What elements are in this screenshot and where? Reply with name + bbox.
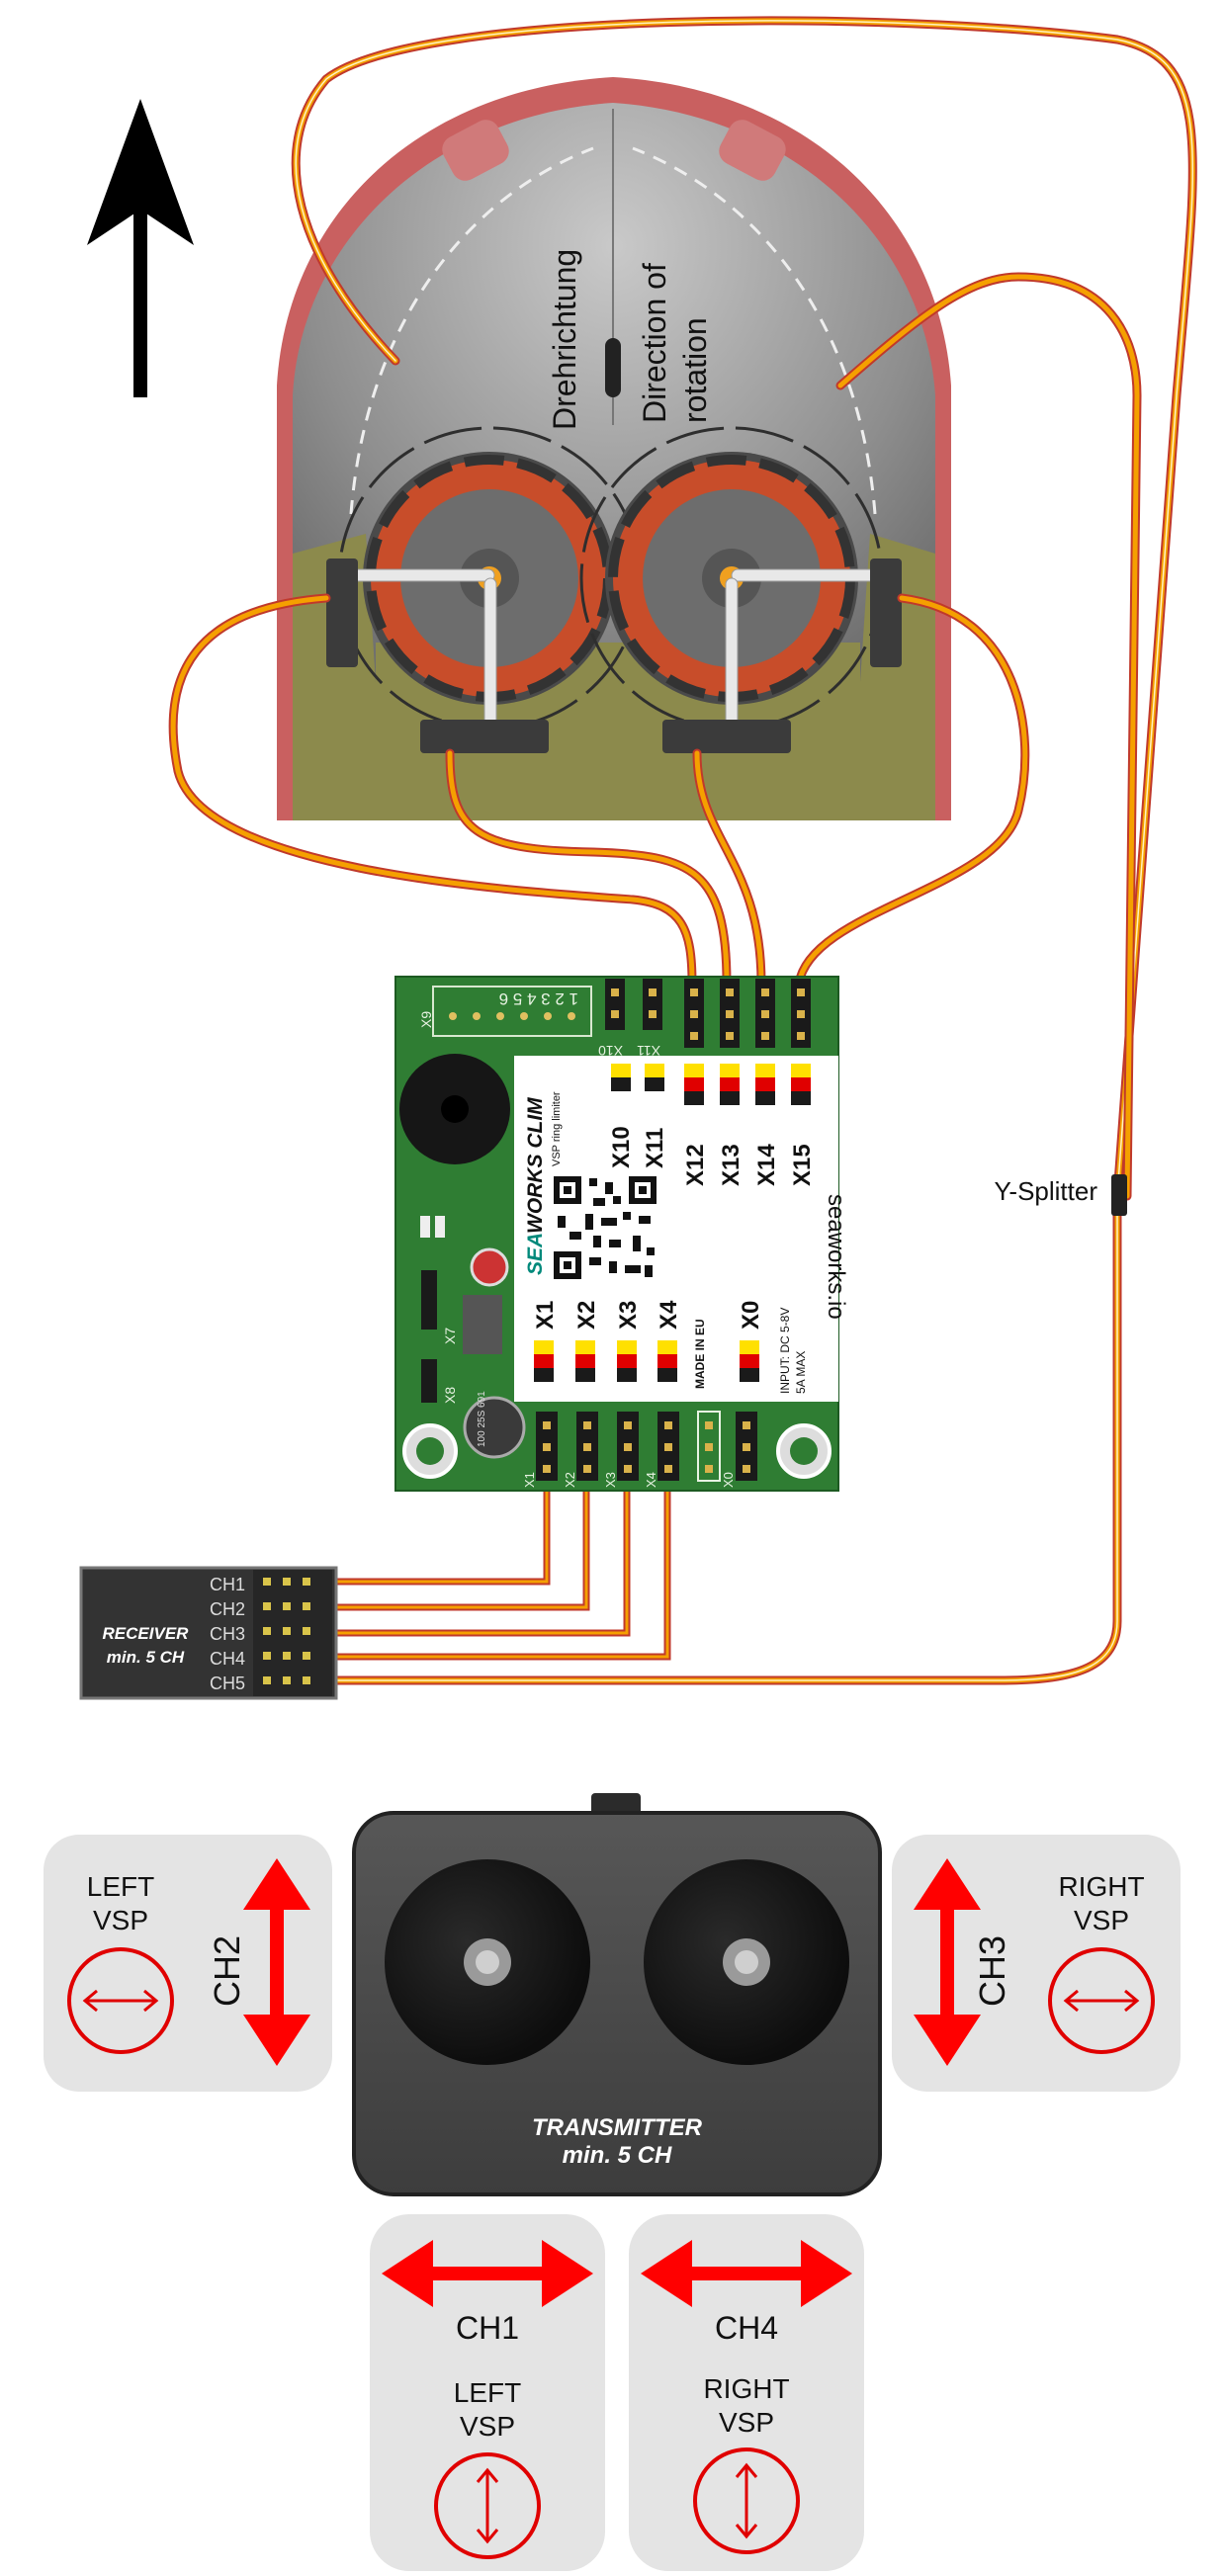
ch3-updown-arrow-icon (914, 1858, 981, 2066)
port-x1-label: X1 (532, 1301, 559, 1330)
ch1-leftright-arrow-icon (382, 2240, 593, 2307)
ch4-vsp-line1: RIGHT (703, 2373, 789, 2404)
ch4-label: CH4 (715, 2310, 778, 2346)
left-vsp-line2: VSP (93, 1905, 148, 1935)
ch1-forward-back-icon (434, 2452, 541, 2559)
bottom-left-servo-cable (445, 748, 732, 988)
capacitor-label: 100 25S 691 (477, 1391, 487, 1447)
hull-slot (605, 338, 621, 397)
port-x14-label: X14 (753, 1144, 780, 1186)
ch4-forward-back-icon (693, 2447, 800, 2554)
hull-top-view: Drehrichtung Direction of rotation (277, 77, 951, 820)
bottom-port-labels: X1 X2 X3 X4 X0 (532, 1300, 764, 1330)
ch4-vsp-line2: VSP (719, 2407, 774, 2438)
receiver-line1: RECEIVER (103, 1624, 190, 1643)
top-port-labels: X10 X11 X12 X13 X14 X15 (608, 1126, 816, 1186)
ch2-updown-arrow-icon (243, 1858, 310, 2066)
made-in-label: MADE IN EU (693, 1319, 707, 1389)
right-servo-cable (794, 593, 1030, 988)
port-x4-label: X4 (656, 1300, 682, 1330)
left-vsp-line1: LEFT (87, 1871, 154, 1902)
y-splitter-label: Y-Splitter (994, 1176, 1097, 1206)
x7-label: X7 (442, 1328, 458, 1344)
max-label: 5A MAX (794, 1351, 808, 1394)
transmitter-line2: min. 5 CH (563, 2142, 672, 2169)
small-x0-label: X0 (721, 1472, 736, 1488)
top-port-strips (611, 1064, 811, 1105)
controller-board: 1 2 3 4 5 6 X9 X10 X11 (394, 976, 849, 1492)
brand-subtitle: VSP ring limiter (551, 1091, 563, 1166)
small-x1-label: X1 (522, 1472, 537, 1488)
small-x3-label: X3 (603, 1472, 618, 1488)
transmitter: TRANSMITTER min. 5 CH (352, 1793, 882, 2196)
ch1-vsp-line2: VSP (460, 2411, 515, 2442)
left-vsp-sideways-icon (67, 1947, 174, 2054)
brand: SEAWORKS CLIM VSP ring limiter (524, 1091, 563, 1275)
ch2-label: CH2 (207, 1935, 247, 2007)
right-vsp-line1: RIGHT (1058, 1871, 1144, 1902)
port-x2-label: X2 (573, 1301, 600, 1330)
ch1-vsp-line1: LEFT (454, 2377, 521, 2408)
panel-ch4-right-vsp: CH4 RIGHT VSP (629, 2214, 864, 2571)
receiver-ch4: CH4 (210, 1649, 245, 1669)
led (470, 1247, 509, 1287)
cables (168, 16, 1197, 1685)
ch5-cable (291, 16, 1197, 1685)
panel-left-vsp-ch2: LEFT VSP CH2 (44, 1835, 332, 2092)
port-x15-label: X15 (789, 1144, 816, 1186)
ch3-label: CH3 (972, 1935, 1012, 2007)
regulator (463, 1295, 502, 1354)
capacitor (463, 1396, 526, 1459)
x8-label: X8 (442, 1387, 458, 1404)
brand-works: WORKS CLIM (524, 1097, 547, 1234)
direction-en-label-line2: rotation (677, 317, 713, 423)
port-x10-label: X10 (608, 1126, 635, 1168)
direction-en-label-line1: Direction of (637, 263, 672, 423)
port-x3-label: X3 (615, 1301, 642, 1330)
small-x2-label: X2 (563, 1472, 577, 1488)
bottom-right-servo-cable (692, 748, 766, 988)
receiver: RECEIVER min. 5 CH CH1 CH2 CH3 CH4 CH5 (79, 1566, 338, 1700)
brand-sea: SEA (524, 1234, 547, 1275)
y-splitter: Y-Splitter (994, 1174, 1127, 1216)
bottom-headers (536, 1411, 757, 1482)
website-label: seaworks.io (823, 1194, 849, 1320)
port-x13-label: X13 (718, 1144, 744, 1186)
forward-arrow-icon (87, 99, 194, 397)
bottom-small-labels: X1 X2 X3 X4 X0 (522, 1472, 736, 1488)
left-servo-cable (168, 593, 697, 988)
receiver-ch3: CH3 (210, 1624, 245, 1644)
panel-ch1-left-vsp: CH1 LEFT VSP (370, 2214, 605, 2571)
qr-code (554, 1176, 657, 1279)
transmitter-line1: TRANSMITTER (532, 2114, 703, 2141)
right-vsp-sideways-icon (1048, 1947, 1155, 2054)
servos (326, 558, 902, 753)
port-x12-label: X12 (682, 1144, 709, 1186)
small-x4-label: X4 (644, 1472, 658, 1488)
direction-de-label: Drehrichtung (547, 249, 582, 430)
receiver-ch2: CH2 (210, 1599, 245, 1619)
x11-small-label: X11 (637, 1043, 660, 1059)
port-x0-label: X0 (738, 1301, 764, 1330)
ch1-label: CH1 (456, 2310, 519, 2346)
x9-pins-label: 1 2 3 4 5 6 (499, 989, 578, 1008)
receiver-line2: min. 5 CH (107, 1648, 185, 1667)
svg-text:SEAWORKS CLIM: SEAWORKS CLIM (524, 1097, 547, 1275)
bottom-port-strips (534, 1340, 759, 1382)
receiver-ch5: CH5 (210, 1674, 245, 1693)
top-headers (605, 979, 811, 1048)
panel-right-vsp-ch3: CH3 RIGHT VSP (892, 1835, 1181, 2092)
right-vsp-line2: VSP (1074, 1905, 1129, 1935)
port-x11-label: X11 (642, 1128, 668, 1168)
x9-label: X9 (418, 1011, 434, 1028)
x10-small-label: X10 (598, 1043, 623, 1059)
input-label: INPUT: DC 5-8V (778, 1308, 792, 1394)
bumper-right (719, 120, 786, 181)
receiver-ch1: CH1 (210, 1575, 245, 1594)
ch4-leftright-arrow-icon (641, 2240, 852, 2307)
bumper-left (442, 120, 509, 181)
receiver-pins (263, 1578, 310, 1684)
